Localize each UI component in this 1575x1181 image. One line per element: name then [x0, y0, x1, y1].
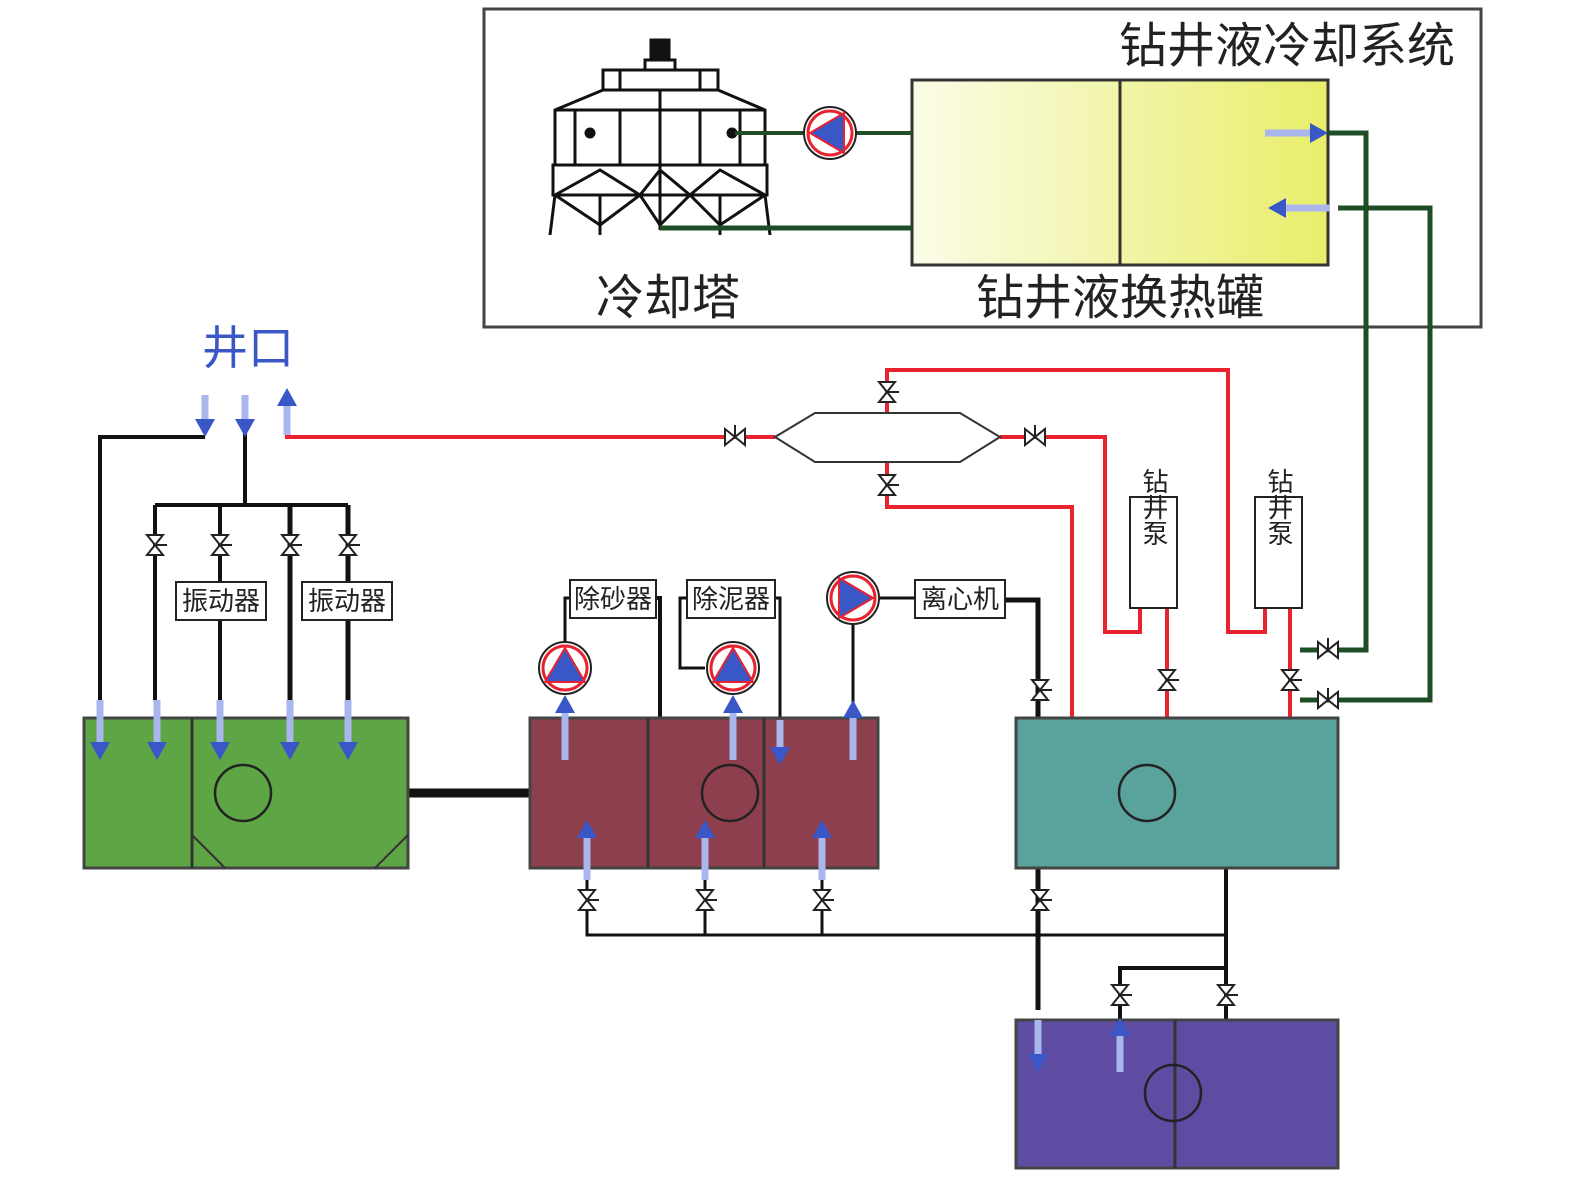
green-pipe: [1300, 205, 1433, 703]
red-pipe: [1000, 435, 1142, 634]
flow-arrow-icon: [1265, 123, 1328, 143]
flow-arrow-icon: [210, 700, 230, 760]
valve-icon[interactable]: [694, 889, 717, 911]
valve-icon[interactable]: [1024, 425, 1046, 448]
valve-icon[interactable]: [279, 534, 302, 556]
valve-icon[interactable]: [1109, 984, 1132, 1006]
tank-purple: [1014, 1018, 1340, 1170]
flow-arrow-icon: [195, 395, 215, 437]
centrifuge-label: 离心机: [921, 585, 999, 615]
agitator-icon: [213, 763, 273, 823]
valve-icon[interactable]: [724, 425, 746, 448]
flow-arrow-icon: [843, 700, 863, 760]
mud-pump-2-label: 钻井泵: [1263, 468, 1293, 546]
tank-teal: [1014, 716, 1340, 870]
desilter-label: 除泥器: [692, 585, 770, 615]
flow-arrow-icon: [695, 820, 715, 880]
centrifuge[interactable]: 离心机: [914, 579, 1006, 619]
valve-icon[interactable]: [1279, 669, 1302, 691]
black-pipe: [678, 596, 705, 670]
cooling-tower: [548, 38, 772, 236]
mud-pump-2[interactable]: 钻井泵: [1254, 468, 1303, 609]
black-pipe: [98, 435, 205, 700]
agitator-icon: [1117, 763, 1177, 823]
valve-icon[interactable]: [1317, 688, 1339, 711]
valve-icon[interactable]: [876, 474, 899, 496]
agitator-icon: [1143, 1063, 1203, 1123]
valve-icon[interactable]: [1156, 669, 1179, 691]
red-pipe: [285, 400, 775, 439]
shaker-1[interactable]: 振动器: [175, 581, 267, 621]
flow-arrow-icon: [1028, 1020, 1048, 1072]
red-pipe: [885, 368, 1267, 634]
flow-arrow-icon: [235, 395, 255, 437]
valve-icon[interactable]: [1317, 638, 1339, 661]
flow-arrow-icon: [555, 695, 575, 760]
valve-icon[interactable]: [1029, 889, 1052, 911]
black-pipe: [775, 596, 782, 740]
flow-arrow-icon: [338, 700, 358, 760]
flow-arrow-icon: [280, 700, 300, 760]
agitator-icon: [700, 763, 760, 823]
pump-icon[interactable]: [803, 106, 857, 160]
valve-icon[interactable]: [1215, 984, 1238, 1006]
valve-icon[interactable]: [144, 534, 167, 556]
tank-green: [82, 716, 410, 870]
mud-pump-1[interactable]: 钻井泵: [1129, 468, 1178, 609]
pump-icon[interactable]: [826, 571, 880, 625]
valve-icon[interactable]: [337, 534, 360, 556]
flow-arrow-icon: [1268, 198, 1330, 218]
shaker-2-label: 振动器: [308, 587, 386, 617]
distribution-manifold: [773, 412, 1002, 463]
pump-icon[interactable]: [706, 641, 760, 695]
wellhead-label: 井口: [202, 321, 294, 375]
flow-arrow-icon: [577, 820, 597, 880]
flow-arrow-icon: [723, 695, 743, 760]
valve-icon[interactable]: [576, 889, 599, 911]
valve-icon[interactable]: [209, 534, 232, 556]
valve-icon[interactable]: [876, 381, 899, 403]
pump-icon[interactable]: [538, 641, 592, 695]
mud-pump-1-label: 钻井泵: [1138, 468, 1168, 546]
valve-icon[interactable]: [1029, 679, 1052, 701]
shaker-2[interactable]: 振动器: [301, 581, 393, 621]
flow-arrow-icon: [90, 700, 110, 760]
cooling-tower-label: 冷却塔: [596, 270, 740, 326]
desander-label: 除砂器: [574, 585, 652, 615]
flow-arrow-icon: [277, 388, 297, 435]
shaker-1-label: 振动器: [182, 587, 260, 617]
black-pipe: [1118, 966, 1226, 1020]
black-pipe: [585, 868, 1226, 937]
desilter[interactable]: 除泥器: [686, 579, 776, 619]
system-title: 钻井液冷却系统: [1119, 18, 1455, 74]
flow-arrow-icon: [147, 700, 167, 760]
desander[interactable]: 除砂器: [569, 579, 657, 619]
flow-arrow-icon: [1110, 1018, 1130, 1072]
cooling-system-frame: [482, 7, 1483, 329]
valve-icon[interactable]: [811, 889, 834, 911]
flow-arrow-icon: [770, 720, 790, 765]
flow-arrow-icon: [812, 820, 832, 880]
heat-exchange-tank-label: 钻井液换热罐: [976, 270, 1264, 326]
